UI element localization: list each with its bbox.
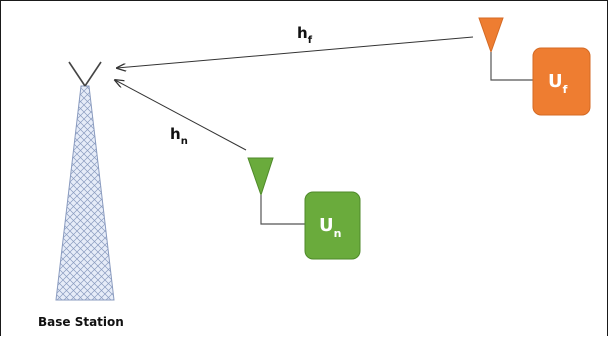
far-channel-label-main: h bbox=[297, 24, 308, 42]
near-user-label-main: U bbox=[319, 215, 334, 236]
near-channel-label: hn bbox=[170, 125, 188, 147]
cell-tower-icon bbox=[55, 61, 115, 301]
near-channel-label-main: h bbox=[170, 125, 181, 143]
far-user-antenna-icon bbox=[478, 17, 533, 81]
near-user-label: Un bbox=[319, 215, 341, 240]
near-user-antenna-icon bbox=[247, 157, 305, 225]
far-channel-label: hf bbox=[297, 24, 313, 46]
far-channel-label-sub: f bbox=[308, 35, 313, 46]
near-channel-label-sub: n bbox=[181, 136, 188, 147]
far-user-label-main: U bbox=[548, 71, 563, 92]
far-user-box bbox=[532, 47, 591, 116]
far-user-label: Uf bbox=[548, 71, 568, 96]
near-channel-arrow bbox=[115, 80, 247, 151]
far-user-label-sub: f bbox=[563, 83, 568, 96]
near-user-box bbox=[304, 191, 361, 260]
far-channel-arrow bbox=[117, 36, 474, 68]
base-station-label: Base Station bbox=[38, 315, 124, 329]
near-user-label-sub: n bbox=[334, 227, 342, 240]
